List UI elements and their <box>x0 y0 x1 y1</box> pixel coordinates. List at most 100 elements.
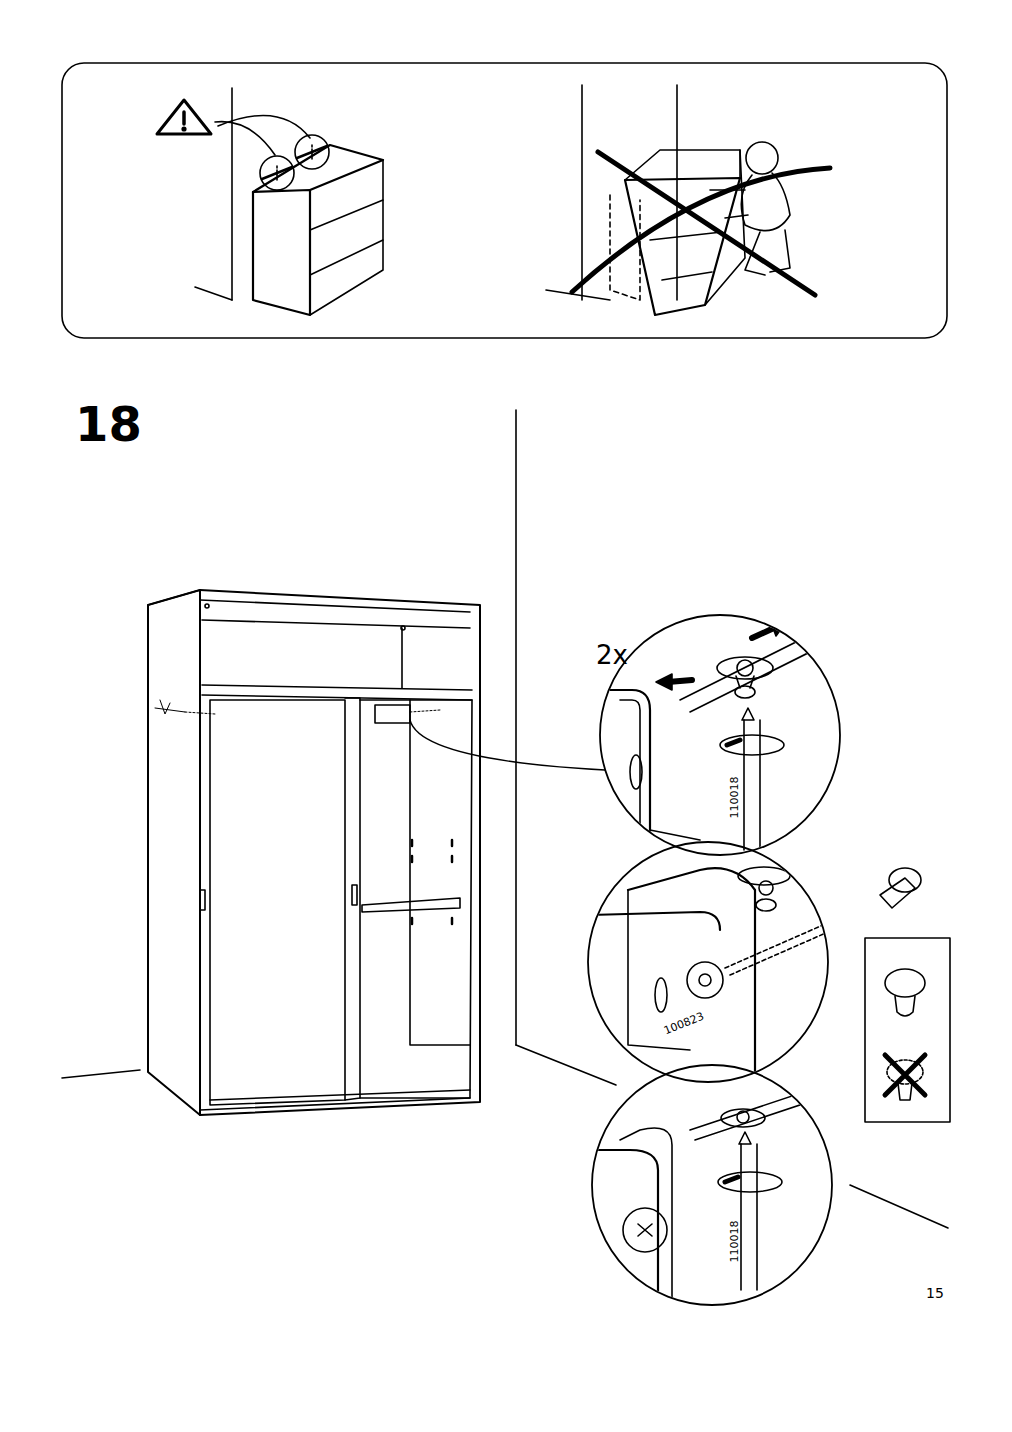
detail-insert-screw-stroke <box>738 867 790 885</box>
detail-final-tighten <box>590 1065 845 1305</box>
anchored-shelf-stroke <box>195 287 232 300</box>
wardrobe-stroke <box>148 590 200 1115</box>
detail-tighten-bracket-stroke <box>720 735 784 755</box>
detail-final-tighten-stroke <box>725 1177 738 1182</box>
tipping-shelf-crossed-stroke <box>746 142 778 174</box>
wardrobe-stroke <box>148 590 200 605</box>
wardrobe-stroke <box>401 626 405 630</box>
anchored-shelf-stroke <box>311 145 313 161</box>
warning-triangle <box>157 100 310 155</box>
detail-insert-screw-stroke <box>725 900 885 975</box>
detail-tighten-bracket-stroke <box>717 657 773 679</box>
detail-final-tighten-stroke <box>741 1144 757 1290</box>
detail-tighten-bracket <box>598 615 850 855</box>
warning-triangle-stroke <box>157 100 211 134</box>
detail-tighten-bracket-stroke <box>650 830 700 840</box>
detail-final-tighten-stroke <box>638 1224 652 1236</box>
wardrobe-stroke <box>375 705 410 723</box>
detail-insert-screw-stroke <box>756 899 776 911</box>
warning-triangle-stroke <box>215 122 275 155</box>
wardrobe-stroke <box>200 590 480 1115</box>
wardrobe-stroke <box>200 1090 470 1110</box>
wardrobe-stroke <box>200 890 205 910</box>
wardrobe-stroke <box>345 698 360 1100</box>
warning-triangle-stroke <box>182 127 186 131</box>
wardrobe-stroke <box>352 885 357 905</box>
warning-panel-stroke <box>581 85 583 300</box>
wardrobe-stroke <box>185 712 215 714</box>
detail-insert-screw-stroke <box>588 842 828 1082</box>
wardrobe-stroke <box>362 898 460 912</box>
wardrobe-stroke <box>412 840 452 924</box>
detail-insert-screw-stroke <box>590 912 720 930</box>
detail-insert-screw-stroke <box>699 974 711 986</box>
anchored-shelf <box>195 88 383 315</box>
detail-tighten-bracket-stroke <box>598 690 650 840</box>
tipping-shelf-crossed-stroke <box>546 290 610 300</box>
detail-tighten-bracket-stroke <box>630 755 642 789</box>
screw-type-box-stroke <box>885 1055 925 1095</box>
detail-insert-screw <box>588 842 921 1082</box>
detail-tighten-bracket-stroke <box>744 720 760 850</box>
detail-final-tighten-stroke <box>592 1065 832 1305</box>
detail-final-tighten-stroke <box>739 1132 751 1144</box>
warning-panel <box>62 63 947 338</box>
room-walls-stroke <box>62 1070 140 1078</box>
detail-tighten-bracket-stroke <box>680 620 850 712</box>
screw-type-box <box>865 938 950 1122</box>
screw-type-box-stroke <box>898 1083 912 1100</box>
detail-tighten-bracket-stroke <box>742 708 754 720</box>
detail-tighten-bracket-stroke <box>600 615 840 855</box>
quantity: 2x <box>596 642 628 668</box>
detail-final-tighten-stroke <box>718 1172 782 1192</box>
anchored-shelf-stroke <box>276 166 278 182</box>
anchored-shelf-stroke <box>253 190 310 315</box>
detail-final-tighten-stroke <box>623 1208 667 1252</box>
detail-tighten-bracket-stroke <box>770 620 786 636</box>
screw-type-box-stroke <box>885 969 925 997</box>
tipping-shelf-crossed-stroke <box>625 178 740 315</box>
tipping-shelf-crossed-stroke <box>625 150 740 180</box>
tool-number: 110018 <box>729 1221 740 1263</box>
detail-insert-screw-stroke <box>628 868 755 1080</box>
tipping-shelf-crossed <box>546 85 830 315</box>
detail-tighten-bracket-stroke <box>752 628 774 638</box>
room-walls-stroke <box>516 1045 616 1085</box>
wardrobe-stroke <box>155 700 185 714</box>
wardrobe-stroke <box>210 700 345 1105</box>
warning-panel-stroke <box>62 63 947 338</box>
tipping-shelf-crossed-stroke <box>572 168 830 292</box>
anchored-shelf-stroke <box>260 156 294 190</box>
room-walls-stroke <box>850 1185 948 1228</box>
detail-insert-screw-stroke <box>655 978 667 1012</box>
wardrobe-stroke <box>401 628 403 688</box>
step-number: 18 <box>75 400 142 448</box>
detail-final-tighten-stroke <box>721 1109 765 1127</box>
wardrobe <box>148 590 605 1115</box>
detail-final-tighten-stroke <box>620 1128 672 1300</box>
anchored-shelf-stroke <box>295 135 329 169</box>
wardrobe-stroke <box>205 604 209 608</box>
detail-insert-screw-stroke <box>880 878 915 908</box>
wardrobe-stroke <box>410 720 605 770</box>
tool-number: 110018 <box>729 777 740 819</box>
wardrobe-stroke <box>202 685 472 700</box>
anchored-shelf-stroke <box>310 200 383 275</box>
detail-tighten-bracket-stroke <box>727 740 740 745</box>
detail-insert-screw-stroke <box>687 962 723 998</box>
screw-type-box-stroke <box>865 938 950 1122</box>
wardrobe-stroke <box>200 600 470 628</box>
wardrobe-stroke <box>410 710 440 712</box>
detail-tighten-bracket-stroke <box>737 660 753 676</box>
wardrobe-stroke <box>360 700 472 1098</box>
tipping-shelf-crossed-stroke <box>676 85 678 300</box>
warning-triangle-stroke <box>182 112 186 124</box>
anchored-shelf-stroke <box>231 88 233 300</box>
tipping-shelf-crossed-stroke <box>650 232 722 280</box>
detail-tighten-bracket-stroke <box>656 674 672 690</box>
anchored-shelf-stroke <box>310 160 383 315</box>
page-number: 15 <box>926 1286 944 1300</box>
part-number: 100823 <box>662 1011 705 1037</box>
